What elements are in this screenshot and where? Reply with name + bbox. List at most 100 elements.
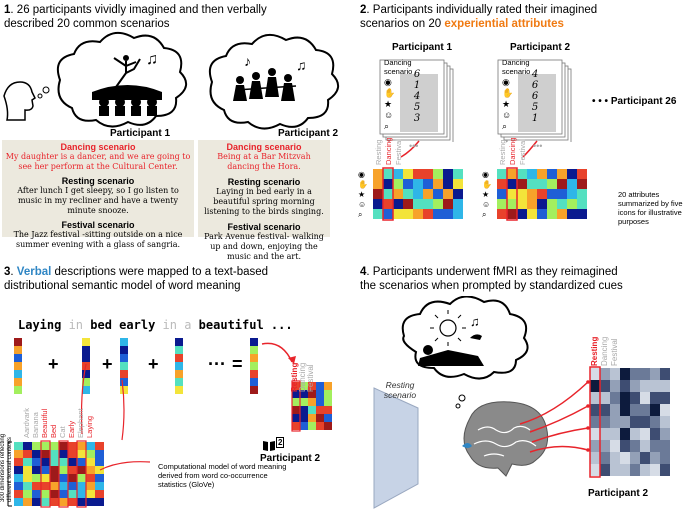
- word-vector-cell: [250, 386, 258, 394]
- glove-cell: [41, 482, 50, 490]
- matrix-cell: [547, 179, 557, 189]
- matrix-icon: ☺: [482, 200, 490, 209]
- matrix-cell: [517, 179, 527, 189]
- resting-column-highlight: [291, 380, 301, 432]
- semantic-matrix-cell: [324, 422, 332, 430]
- matrix-cell: [547, 209, 557, 219]
- matrix-column-label: Dancing: [508, 137, 517, 165]
- word-vector-cell: [14, 378, 22, 386]
- matrix-column-label: Festival: [610, 338, 619, 366]
- glove-cell: [41, 450, 50, 458]
- glove-cell: [68, 490, 77, 498]
- matrix-cell: [497, 179, 507, 189]
- attribute-icon: ⌕: [384, 121, 389, 131]
- fmri-matrix-cell: [590, 392, 600, 404]
- glove-cell: [41, 458, 50, 466]
- matrix-cell: [383, 169, 393, 179]
- brain-arrow: [531, 427, 589, 443]
- attribute-icon: ✋: [502, 87, 513, 98]
- glove-cell: [95, 474, 104, 482]
- selected-word-column: [58, 440, 69, 508]
- glove-cell: [14, 450, 23, 458]
- rating-value: 6: [531, 91, 539, 102]
- fmri-matrix-cell: [660, 392, 670, 404]
- matrix-cell: [557, 189, 567, 199]
- matrix-cell: [497, 189, 507, 199]
- fmri-matrix-cell: [620, 416, 630, 428]
- glove-cell: [32, 490, 41, 498]
- matrix-cell: [403, 179, 413, 189]
- glove-cell: [68, 498, 77, 506]
- svg-text:♫: ♫: [470, 314, 480, 329]
- vector-operator: +: [48, 354, 59, 374]
- glove-cell: [77, 474, 86, 482]
- vector-operator: +: [102, 354, 113, 374]
- rating-value: 3: [413, 113, 421, 124]
- word-vector-cell: [250, 362, 258, 370]
- fmri-matrix-cell: [660, 416, 670, 428]
- attribute-icon: ⌕: [502, 121, 507, 131]
- matrix-icon: ☺: [358, 200, 366, 209]
- fmri-matrix-cell: [660, 452, 670, 464]
- matrix-cell: [507, 169, 517, 179]
- matrix-column-label: Resting: [590, 336, 599, 366]
- fmri-matrix-cell: [590, 404, 600, 416]
- p1-dancing-text: My daughter is a dancer, and we are goin…: [5, 152, 191, 171]
- matrix-cell: [373, 189, 383, 199]
- fmri-matrix-cell: [610, 368, 620, 380]
- selected-word-column: [40, 440, 51, 508]
- glove-cell: [50, 450, 59, 458]
- glove-cell: [50, 490, 59, 498]
- dancing-column-highlight: [382, 167, 394, 221]
- glove-cell: [95, 482, 104, 490]
- fmri-matrix-cell: [610, 428, 620, 440]
- glove-cell: [77, 466, 86, 474]
- rating-value: 5: [531, 102, 539, 113]
- glove-cell: [95, 466, 104, 474]
- arrow-p2: [522, 140, 538, 158]
- glove-cell: [95, 442, 104, 450]
- fmri-matrix-cell: [630, 392, 640, 404]
- word-vector-cell: [250, 338, 258, 346]
- p1-resting-text: After lunch I get sleepy, so I go listen…: [17, 186, 179, 215]
- brain-to-matrix-arrows: [519, 380, 590, 453]
- glove-cell: [68, 450, 77, 458]
- svg-text:♪: ♪: [244, 53, 251, 69]
- panel1-participant2-label: Participant 2: [278, 128, 339, 139]
- glove-cell: [32, 482, 41, 490]
- glove-cell: [77, 482, 86, 490]
- fmri-matrix-cell: [630, 416, 640, 428]
- fmri-matrix-cell: [620, 404, 630, 416]
- word-vector-cell: [250, 378, 258, 386]
- matrix-cell: [403, 189, 413, 199]
- brain-arrow-head: [586, 426, 590, 430]
- p2-resting-text: Laying in bed early in a beautiful sprin…: [204, 187, 324, 216]
- matrix-cell: [383, 209, 393, 219]
- fmri-matrix-cell: [620, 440, 630, 452]
- matrix-cell: [537, 209, 547, 219]
- glove-cell: [68, 466, 77, 474]
- glove-cell: [77, 498, 86, 506]
- semantic-matrix-cell: [300, 414, 308, 422]
- semantic-matrix-cell: [292, 406, 300, 414]
- rating-value: 5: [413, 102, 421, 113]
- semantic-matrix-cell: [292, 414, 300, 422]
- fmri-matrix-cell: [620, 368, 630, 380]
- fmri-matrix-cell: [600, 392, 610, 404]
- dims-bracket: [7, 441, 12, 507]
- matrix-cell: [413, 179, 423, 189]
- matrix-icon: ✋: [358, 179, 368, 189]
- glove-cell: [86, 482, 95, 490]
- fmri-matrix-cell: [630, 404, 640, 416]
- glove-cell: [77, 450, 86, 458]
- matrix-cell: [433, 209, 443, 219]
- dancing-column-highlight: [506, 167, 518, 221]
- matrix-cell: [517, 189, 527, 199]
- matrix-cell: [507, 179, 517, 189]
- vocab-word: Early: [67, 420, 76, 438]
- matrix-icon: ★: [482, 190, 489, 199]
- matrix-cell: [507, 189, 517, 199]
- book-number: 2: [276, 437, 285, 448]
- fmri-matrix-cell: [660, 380, 670, 392]
